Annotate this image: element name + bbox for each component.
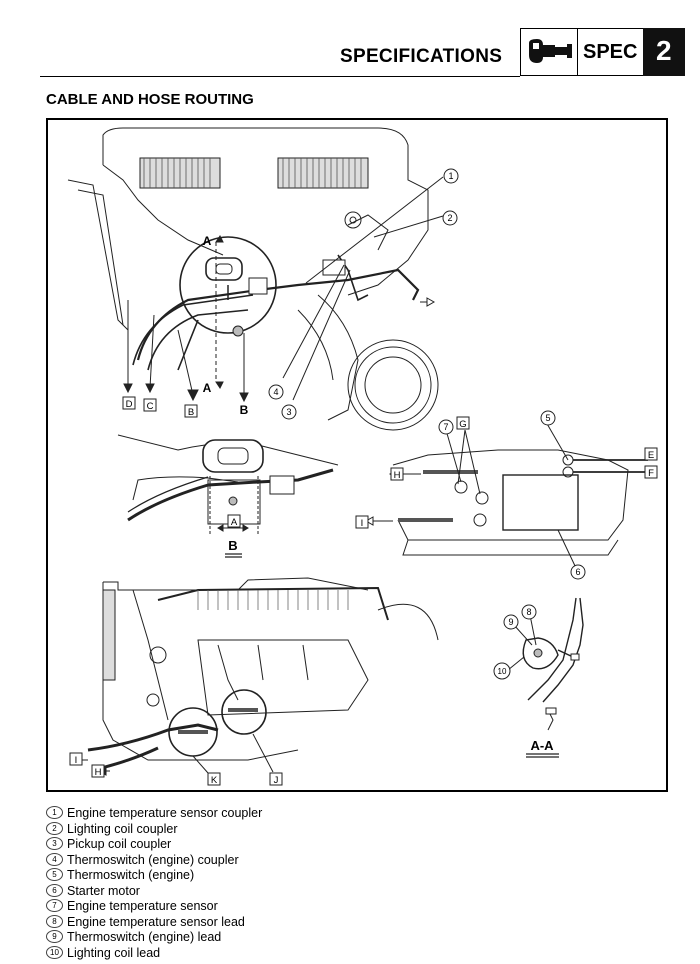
letter-g: G [459,419,466,430]
letter-j: J [274,775,279,786]
callout-7: 7 [443,422,448,432]
callout-8: 8 [526,607,531,617]
letter-h-bottom: H [95,767,102,778]
callout-1: 1 [448,171,453,181]
starter-motor-view [364,421,648,569]
letter-boxes [69,396,658,786]
letter-b-box: B [188,407,194,418]
callout-10: 10 [498,667,507,676]
bottom-engine-view [71,577,439,776]
letter-i-right: I [361,518,364,529]
callout-6: 6 [575,567,580,577]
callout-3: 3 [286,407,291,417]
letter-c: C [147,401,154,412]
view-b-title: B [228,538,237,553]
routing-diagram-svg: 1 2 3 4 5 6 7 8 9 10 D C B A G E F H I J [67,127,658,786]
letter-f: F [648,468,654,479]
callout-circles [268,168,586,680]
detail-view-b [117,434,339,534]
chapter-badge: 2 [643,28,685,76]
letter-i-bottom: I [75,755,78,766]
wrench-icon [529,39,572,63]
page-header-title: SPECIFICATIONS [340,46,503,67]
wrench-icon-badge [520,28,578,76]
header-rule [40,76,520,77]
callout-4: 4 [273,387,278,397]
routing-diagram: 1 2 3 4 5 6 7 8 9 10 D C B A G E F H I J [46,118,668,792]
section-view-a-a [507,597,584,731]
letter-d: D [126,399,133,410]
callout-2: 2 [447,213,452,223]
spec-badge: SPEC [577,28,644,76]
letter-h-right: H [394,470,401,481]
callout-9: 9 [508,617,513,627]
section-a-a-title: A-A [530,738,554,753]
letter-a-box: A [231,517,238,528]
letter-e: E [648,450,654,461]
section-a-top: A [203,234,212,248]
callout-5: 5 [545,413,550,423]
letter-k: K [211,775,218,786]
section-title: CABLE AND HOSE ROUTING [46,91,254,108]
top-engine-view [67,127,444,431]
section-a-bottom: A [203,381,212,395]
view-b-arrow-label: B [240,403,249,417]
